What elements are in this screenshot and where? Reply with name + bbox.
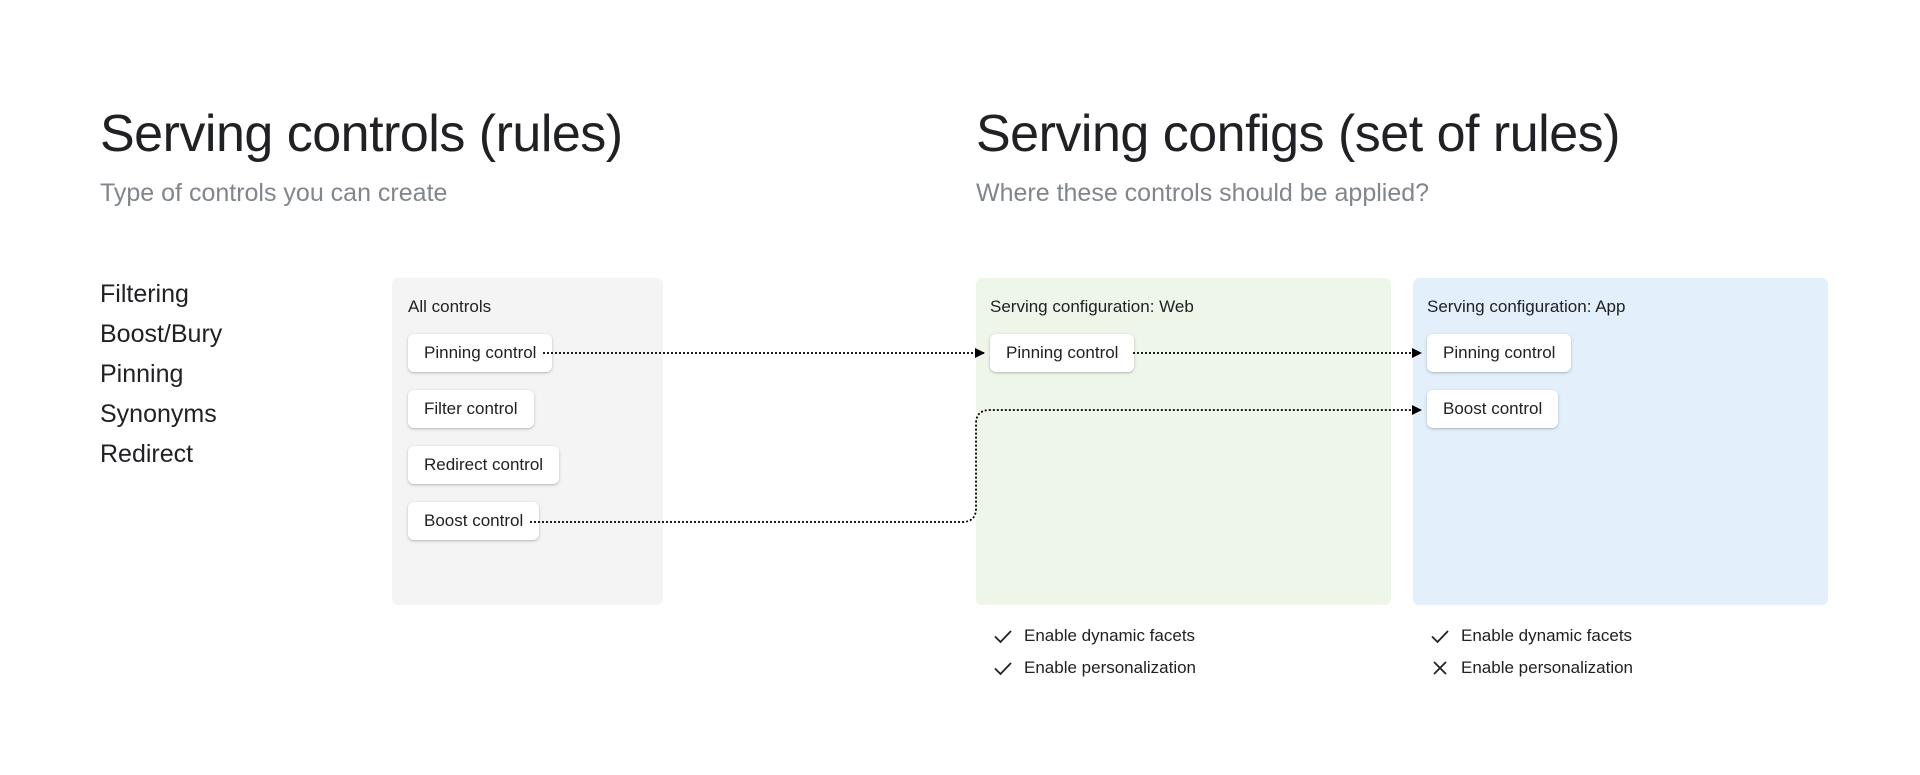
close-icon [1429,657,1451,679]
app-option-dynamic-facets: Enable dynamic facets [1429,620,1633,652]
check-icon [1429,625,1451,647]
serving-configs-subtitle: Where these controls should be applied? [976,179,1430,207]
app-config-options: Enable dynamic facets Enable personaliza… [1429,620,1633,684]
web-option-personalization-label: Enable personalization [1024,658,1197,677]
all-controls-panel: All controls Pinning control Filter cont… [392,278,663,605]
web-config-options: Enable dynamic facets Enable personaliza… [992,620,1196,684]
control-type-boost-bury: Boost/Bury [100,320,223,348]
control-type-redirect: Redirect [100,440,194,468]
control-type-pinning: Pinning [100,360,184,388]
app-option-dynamic-facets-label: Enable dynamic facets [1461,626,1633,645]
app-pinning-control-chip[interactable]: Pinning control [1427,334,1572,372]
app-boost-control-chip[interactable]: Boost control [1427,390,1559,428]
app-option-personalization: Enable personalization [1429,652,1633,684]
app-option-personalization-label: Enable personalization [1461,658,1634,677]
all-controls-panel-title: All controls [408,297,492,316]
web-option-dynamic-facets-label: Enable dynamic facets [1024,626,1196,645]
app-config-panel-title: Serving configuration: App [1427,297,1626,316]
redirect-control-chip[interactable]: Redirect control [408,446,560,484]
serving-configs-title: Serving configs (set of rules) [976,105,1620,163]
serving-controls-subtitle: Type of controls you can create [100,179,448,207]
pinning-control-chip[interactable]: Pinning control [408,334,553,372]
app-config-panel: Serving configuration: App Pinning contr… [1413,278,1828,605]
web-config-panel-title: Serving configuration: Web [990,297,1194,316]
control-type-filtering: Filtering [100,280,189,308]
web-pinning-control-chip[interactable]: Pinning control [990,334,1135,372]
serving-controls-title: Serving controls (rules) [100,105,623,163]
web-option-personalization: Enable personalization [992,652,1196,684]
check-icon [992,657,1014,679]
control-type-synonyms: Synonyms [100,400,217,428]
control-types-list: Filtering Boost/Bury Pinning Synonyms Re… [100,274,222,474]
web-option-dynamic-facets: Enable dynamic facets [992,620,1196,652]
boost-control-chip[interactable]: Boost control [408,502,540,540]
filter-control-chip[interactable]: Filter control [408,390,534,428]
check-icon [992,625,1014,647]
web-config-panel: Serving configuration: Web Pinning contr… [976,278,1391,605]
